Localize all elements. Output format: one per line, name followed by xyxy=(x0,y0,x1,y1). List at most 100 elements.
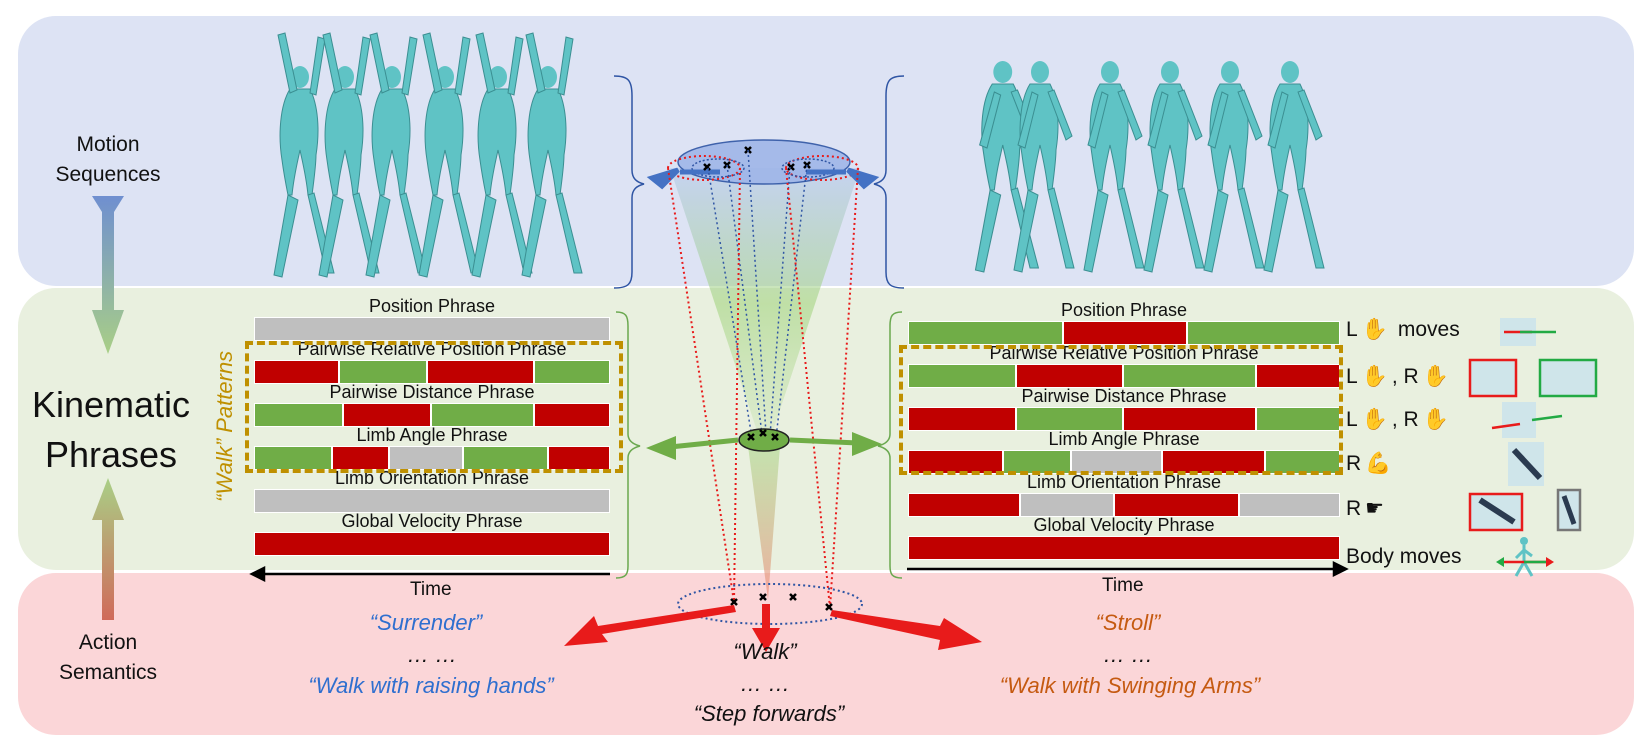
action-semantics-label: Action Semantics xyxy=(58,631,158,684)
phrase-segment xyxy=(463,447,549,469)
motion-sequences-label: Motion Sequences xyxy=(55,133,161,186)
phrase-bar xyxy=(254,489,610,513)
left-top-brace xyxy=(613,75,645,289)
phrase-title: Limb Angle Phrase xyxy=(1048,429,1200,449)
phrase-segment xyxy=(1016,365,1124,387)
phrase-title: Limb Orientation Phrase xyxy=(1026,472,1222,492)
phrase-segment xyxy=(548,447,609,469)
semantic-walk: “Walk” xyxy=(733,639,797,664)
right-time-label: Time xyxy=(1102,575,1144,596)
row-label-limb-angle: R💪 xyxy=(1346,452,1392,475)
phrase-segment xyxy=(1016,408,1124,430)
hand-icon: ✋ xyxy=(1361,408,1388,431)
left-time-label: Time xyxy=(410,579,452,600)
phrase-segment xyxy=(332,447,390,469)
semantic-surrender: “Surrender” xyxy=(369,610,483,635)
phrase-segment xyxy=(255,318,609,340)
walk-patterns-label: “Walk” Patterns xyxy=(212,350,237,502)
dotted-blue-lines xyxy=(707,149,808,439)
time-arrows xyxy=(249,560,1349,583)
flexed-arm-icon: 💪 xyxy=(1365,452,1392,475)
phrase-title: Pairwise Distance Phrase xyxy=(329,382,535,402)
right-top-brace xyxy=(873,75,905,289)
semantic-step-forwards: “Step forwards” xyxy=(693,701,845,726)
phrase-segment xyxy=(909,365,1017,387)
semantic-right-ellipsis: … … xyxy=(1102,642,1154,667)
phrase-segment xyxy=(534,361,609,383)
phrase-segment xyxy=(1124,408,1258,430)
phrase-title: Global Velocity Phrase xyxy=(1033,515,1215,535)
left-walk-pattern-box xyxy=(245,341,623,473)
semantics-to-phrases-arrow xyxy=(92,478,124,620)
phrase-bar xyxy=(254,403,610,427)
phrase-bar xyxy=(908,321,1340,345)
right-thumbnails xyxy=(1468,318,1598,577)
phrase-segment xyxy=(1188,322,1339,344)
phrase-segment xyxy=(339,361,429,383)
phrase-segment xyxy=(428,361,535,383)
hand-icon: ✋ xyxy=(1422,408,1449,431)
green-horizontal-arrows xyxy=(646,432,882,460)
phrase-segment xyxy=(1072,451,1163,473)
bottom-cluster-points xyxy=(730,593,833,611)
phrase-segment xyxy=(432,404,535,426)
phrase-segment xyxy=(1020,494,1116,516)
hand-icon: ✋ xyxy=(1361,365,1388,388)
phrase-bar xyxy=(908,407,1340,431)
action-semantics-band xyxy=(18,573,1634,735)
phrase-title: Position Phrase xyxy=(368,296,496,316)
phrase-segment xyxy=(255,447,333,469)
phrase-segment xyxy=(909,322,1064,344)
bottom-cluster-ellipse xyxy=(677,583,863,625)
semantic-walk-swinging-arms: “Walk with Swinging Arms” xyxy=(999,673,1261,698)
top-cluster-ellipse xyxy=(677,139,851,185)
central-cone-top xyxy=(670,168,860,440)
semantic-walk-raising-hands: “Walk with raising hands” xyxy=(308,673,554,698)
motion-to-phrases-arrow xyxy=(92,196,124,354)
phrase-title: Limb Orientation Phrase xyxy=(334,468,530,488)
row-label-pairwise-relative: L✋, R✋ xyxy=(1346,365,1449,388)
phrase-segment xyxy=(909,494,1021,516)
phrase-bar xyxy=(254,532,610,556)
walking-person-icon xyxy=(1514,537,1534,577)
phrase-bar xyxy=(908,450,1340,474)
right-walk-pattern-box xyxy=(899,345,1343,475)
dotted-red-lines xyxy=(667,167,859,609)
fist-icon: ☛ xyxy=(1365,497,1384,520)
phrase-bar xyxy=(254,317,610,341)
hand-icon: ✋ xyxy=(1361,318,1388,341)
row-label-limb-orientation: R☛ xyxy=(1346,496,1384,521)
phrase-segment xyxy=(255,533,609,555)
phrase-bar xyxy=(908,536,1340,560)
surrender-walk-figures xyxy=(274,33,582,277)
row-label-global-velocity: Body moves xyxy=(1346,545,1462,568)
phrase-bar xyxy=(908,493,1340,517)
hand-icon: ✋ xyxy=(1422,365,1449,388)
phrase-title: Pairwise Distance Phrase xyxy=(1021,386,1227,406)
central-cone-bottom xyxy=(748,446,780,600)
phrase-segment xyxy=(909,537,1339,559)
phrase-segment xyxy=(1265,451,1339,473)
phrase-segment xyxy=(1003,451,1073,473)
phrase-segment xyxy=(255,361,340,383)
phrase-bar xyxy=(908,364,1340,388)
phrase-segment xyxy=(1257,408,1339,430)
phrase-segment xyxy=(1240,494,1339,516)
phrase-title: Position Phrase xyxy=(1060,300,1188,320)
phrase-title: Limb Angle Phrase xyxy=(356,425,508,445)
phrase-bar xyxy=(254,360,610,384)
phrase-segment xyxy=(389,447,464,469)
phrase-segment xyxy=(343,404,432,426)
phrase-segment xyxy=(1257,365,1339,387)
semantic-stroll: “Stroll” xyxy=(1095,610,1161,635)
phrase-segment xyxy=(1124,365,1258,387)
phrase-segment xyxy=(1063,322,1189,344)
stroll-figures xyxy=(975,61,1324,272)
red-semantic-arrows xyxy=(564,604,982,652)
phrase-segment xyxy=(1162,451,1266,473)
row-label-pairwise-distance: L✋, R✋ xyxy=(1346,408,1449,431)
phrase-segment xyxy=(255,490,609,512)
semantic-center-ellipsis: … … xyxy=(739,671,791,696)
phrase-segment xyxy=(909,408,1017,430)
